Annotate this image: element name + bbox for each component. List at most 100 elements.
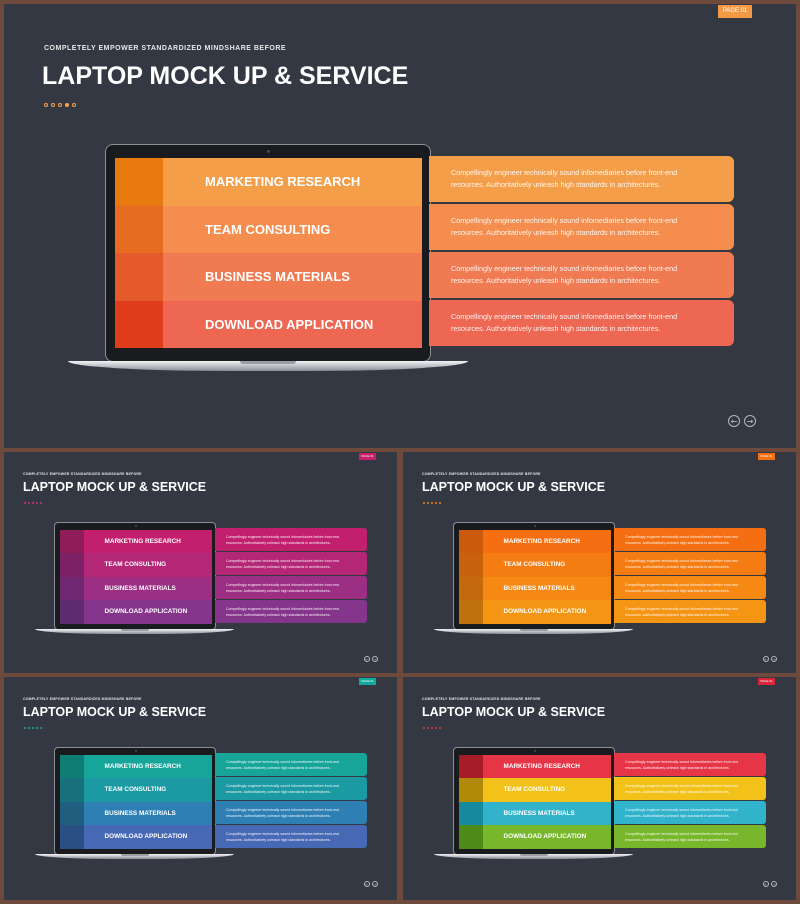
- laptop-base: [68, 361, 468, 371]
- description-panel: Compellingly engineer technically sound …: [614, 825, 766, 848]
- screen-row[interactable]: DOWNLOAD APPLICATION: [59, 825, 212, 849]
- slide-kicker: COMPLETELY EMPOWER STANDARDIZED MINDSHAR…: [422, 472, 541, 476]
- progress-dots: [423, 727, 441, 729]
- dot-indicator[interactable]: [439, 502, 441, 504]
- slide-thumbnail-magenta[interactable]: PAGE 01 COMPLETELY EMPOWER STANDARDIZED …: [4, 452, 397, 673]
- row-label: MARKETING RESEARCH: [163, 158, 422, 206]
- row-label: DOWNLOAD APPLICATION: [83, 825, 212, 849]
- screen-row[interactable]: BUSINESS MATERIALS: [458, 801, 611, 825]
- row-label: DOWNLOAD APPLICATION: [163, 300, 422, 348]
- dot-indicator[interactable]: [40, 727, 42, 729]
- screen-row[interactable]: TEAM CONSULTING: [458, 778, 611, 802]
- description-text: Compellingly engineer technically sound …: [451, 216, 678, 237]
- arrow-right-circle-icon[interactable]: →: [372, 656, 378, 662]
- row-label: TEAM CONSULTING: [482, 553, 611, 577]
- screen-row[interactable]: DOWNLOAD APPLICATION: [458, 600, 611, 624]
- description-panel: Compellingly engineer technically sound …: [215, 825, 367, 848]
- dot-indicator-active[interactable]: [65, 103, 69, 107]
- screen-row[interactable]: BUSINESS MATERIALS: [458, 576, 611, 600]
- slide-title: LAPTOP MOCK UP & SERVICE: [42, 62, 409, 90]
- arrow-right-circle-icon[interactable]: →: [771, 881, 777, 887]
- dot-indicator-active[interactable]: [36, 502, 38, 504]
- screen-row[interactable]: MARKETING RESEARCH: [59, 529, 212, 553]
- screen-row[interactable]: TEAM CONSULTING: [115, 205, 422, 253]
- page-badge: PAGE 01: [359, 678, 376, 685]
- laptop-screen: MARKETING RESEARCH TEAM CONSULTING BUSIN…: [115, 158, 422, 348]
- description-text: Compellingly engineer technically sound …: [226, 783, 340, 794]
- screen-row[interactable]: BUSINESS MATERIALS: [115, 253, 422, 301]
- description-panel: Compellingly engineer technically sound …: [215, 576, 367, 599]
- screen-row[interactable]: TEAM CONSULTING: [59, 778, 212, 802]
- slide-thumbnail-orange[interactable]: PAGE 01 COMPLETELY EMPOWER STANDARDIZED …: [403, 452, 796, 673]
- description-panel: Compellingly engineer technically sound …: [614, 777, 766, 800]
- row-label: TEAM CONSULTING: [163, 205, 422, 253]
- description-panel: Compellingly engineer technically sound …: [215, 801, 367, 824]
- arrow-left-circle-icon[interactable]: ←: [364, 881, 370, 887]
- dot-indicator[interactable]: [431, 502, 433, 504]
- screen-row[interactable]: DOWNLOAD APPLICATION: [115, 300, 422, 348]
- screen-row[interactable]: BUSINESS MATERIALS: [59, 801, 212, 825]
- dot-indicator-active[interactable]: [435, 502, 437, 504]
- screen-row[interactable]: TEAM CONSULTING: [59, 553, 212, 577]
- dot-indicator[interactable]: [44, 103, 48, 107]
- description-text: Compellingly engineer technically sound …: [451, 312, 678, 333]
- dot-indicator-active[interactable]: [36, 727, 38, 729]
- dot-indicator[interactable]: [72, 103, 76, 107]
- dot-indicator[interactable]: [431, 727, 433, 729]
- laptop-notch: [520, 854, 548, 856]
- dot-indicator[interactable]: [58, 103, 62, 107]
- laptop-screen: MARKETING RESEARCH TEAM CONSULTING BUSIN…: [59, 754, 212, 849]
- arrow-right-circle-icon[interactable]: →: [744, 415, 756, 427]
- laptop-base: [35, 629, 234, 634]
- dot-indicator[interactable]: [439, 727, 441, 729]
- arrow-left-circle-icon[interactable]: ←: [728, 415, 740, 427]
- dot-indicator-active[interactable]: [435, 727, 437, 729]
- row-label: MARKETING RESEARCH: [83, 529, 212, 553]
- dot-indicator[interactable]: [32, 727, 34, 729]
- description-text: Compellingly engineer technically sound …: [226, 831, 340, 842]
- dot-indicator[interactable]: [427, 727, 429, 729]
- screen-row[interactable]: TEAM CONSULTING: [458, 553, 611, 577]
- screen-row[interactable]: MARKETING RESEARCH: [59, 754, 212, 778]
- camera-dot: [135, 525, 137, 527]
- dot-indicator[interactable]: [28, 727, 30, 729]
- screen-row[interactable]: DOWNLOAD APPLICATION: [458, 825, 611, 849]
- description-panel: Compellingly engineer technically sound …: [215, 552, 367, 575]
- arrow-left-circle-icon[interactable]: ←: [364, 656, 370, 662]
- description-text: Compellingly engineer technically sound …: [625, 534, 739, 545]
- dot-indicator[interactable]: [28, 502, 30, 504]
- description-text: Compellingly engineer technically sound …: [625, 606, 739, 617]
- laptop-notch: [240, 361, 296, 364]
- row-label: TEAM CONSULTING: [83, 553, 212, 577]
- description-text: Compellingly engineer technically sound …: [625, 783, 739, 794]
- row-label: BUSINESS MATERIALS: [482, 576, 611, 600]
- dot-indicator[interactable]: [32, 502, 34, 504]
- row-label: BUSINESS MATERIALS: [83, 576, 212, 600]
- description-text: Compellingly engineer technically sound …: [226, 606, 340, 617]
- dot-indicator[interactable]: [423, 727, 425, 729]
- screen-row[interactable]: MARKETING RESEARCH: [458, 529, 611, 553]
- slide-thumbnail-teal[interactable]: PAGE 01 COMPLETELY EMPOWER STANDARDIZED …: [4, 677, 397, 900]
- dot-indicator[interactable]: [24, 727, 26, 729]
- screen-row[interactable]: DOWNLOAD APPLICATION: [59, 600, 212, 624]
- slide-nav: ← →: [364, 881, 378, 887]
- camera-dot: [534, 525, 536, 527]
- arrow-left-circle-icon[interactable]: ←: [763, 656, 769, 662]
- dot-indicator[interactable]: [427, 502, 429, 504]
- arrow-left-circle-icon[interactable]: ←: [763, 881, 769, 887]
- slide-thumbnail-multicolor[interactable]: PAGE 01 COMPLETELY EMPOWER STANDARDIZED …: [403, 677, 796, 900]
- dot-indicator[interactable]: [24, 502, 26, 504]
- dot-indicator[interactable]: [51, 103, 55, 107]
- row-label: DOWNLOAD APPLICATION: [482, 600, 611, 624]
- screen-row[interactable]: MARKETING RESEARCH: [458, 754, 611, 778]
- screen-row[interactable]: BUSINESS MATERIALS: [59, 576, 212, 600]
- dot-indicator[interactable]: [423, 502, 425, 504]
- page-badge: PAGE 01: [758, 453, 775, 460]
- screen-row[interactable]: MARKETING RESEARCH: [115, 158, 422, 206]
- arrow-right-circle-icon[interactable]: →: [372, 881, 378, 887]
- dot-indicator[interactable]: [40, 502, 42, 504]
- description-text: Compellingly engineer technically sound …: [226, 534, 340, 545]
- progress-dots: [24, 502, 42, 504]
- arrow-right-circle-icon[interactable]: →: [771, 656, 777, 662]
- description-text: Compellingly engineer technically sound …: [625, 807, 739, 818]
